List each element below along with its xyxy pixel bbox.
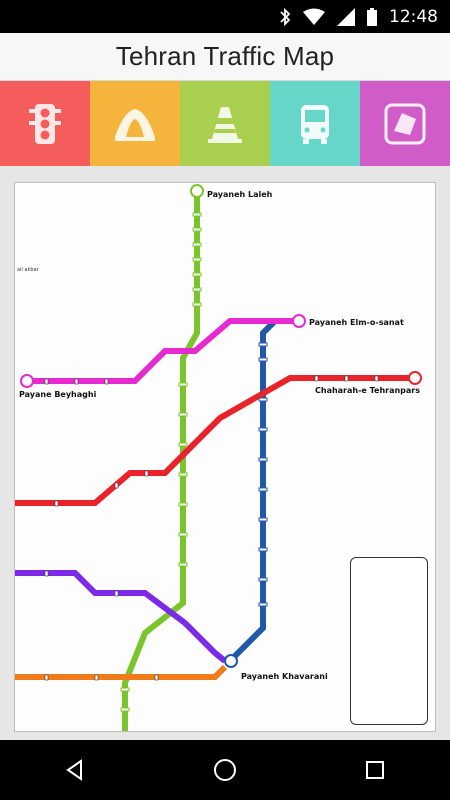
other-stations <box>44 375 379 681</box>
green-stations <box>120 212 202 712</box>
line-green <box>122 193 200 731</box>
traffic-light-icon <box>29 103 61 144</box>
line-purple <box>15 570 227 664</box>
bus-icon <box>301 104 329 144</box>
line-red <box>15 375 413 506</box>
battery-icon <box>367 7 377 26</box>
signal-icon <box>337 7 355 26</box>
traffic-cone-icon <box>208 106 242 143</box>
terminal-south-label: Payaneh Khavarani <box>241 672 328 681</box>
tab-ticket[interactable] <box>360 81 450 166</box>
map-legend <box>350 557 428 725</box>
ticket-icon <box>384 103 426 144</box>
tab-traffic-light[interactable] <box>0 81 90 166</box>
terminal-north-label: Payaneh Laleh <box>207 190 273 199</box>
status-time: 12:48 <box>389 6 438 27</box>
blue-stations <box>258 342 268 607</box>
home-button[interactable] <box>195 740 255 800</box>
terminal-west-label: Payane Beyhaghi <box>19 390 97 399</box>
status-bar: 12:48 <box>0 0 450 33</box>
tab-tunnel[interactable] <box>90 81 180 166</box>
recents-button[interactable] <box>345 740 405 800</box>
tab-bar <box>0 81 450 176</box>
app-title: Tehran Traffic Map <box>115 41 335 71</box>
terminal-east-label: Chaharah-e Tehranpars <box>315 386 420 395</box>
back-button[interactable] <box>45 740 105 800</box>
metro-map[interactable]: Payaneh Laleh Payane Beyhaghi Payaneh El… <box>14 182 436 732</box>
system-nav-bar <box>0 740 450 800</box>
app-title-bar: Tehran Traffic Map <box>0 33 450 81</box>
terminal-northeast-marker <box>292 314 306 328</box>
line-magenta <box>27 318 295 384</box>
home-icon <box>214 759 236 781</box>
terminal-north-marker <box>190 184 204 198</box>
terminal-east-marker <box>408 371 422 385</box>
back-icon <box>66 759 82 781</box>
west-edge-label: ali akbar <box>17 267 40 273</box>
tab-cone[interactable] <box>180 81 270 166</box>
status-icons: 12:48 <box>279 0 438 33</box>
bluetooth-icon <box>280 7 291 26</box>
recents-icon <box>366 761 384 779</box>
line-orange <box>15 664 228 680</box>
terminal-northeast-label: Payaneh Elm-o-sanat <box>309 318 404 327</box>
tunnel-icon <box>115 108 155 141</box>
terminal-south-marker <box>224 654 238 668</box>
terminal-west-marker <box>20 374 34 388</box>
tab-bus[interactable] <box>270 81 360 176</box>
line-blue <box>227 318 278 664</box>
wifi-icon <box>303 8 325 25</box>
map-area: Payaneh Laleh Payane Beyhaghi Payaneh El… <box>0 166 450 740</box>
